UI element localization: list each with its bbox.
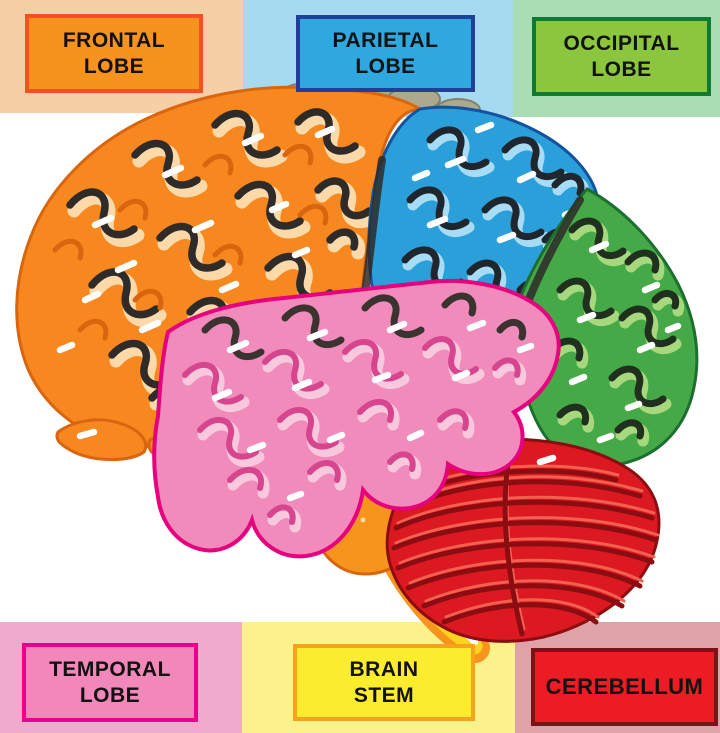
label-text: TEMPORAL [49, 657, 171, 681]
label-text: STEM [353, 683, 415, 707]
label-text: LOBE [83, 54, 145, 78]
label-text: PARIETAL [332, 28, 439, 52]
label-box-temporal-lobe: TEMPORAL LOBE [22, 643, 198, 722]
label-box-brain-stem: BRAIN STEM [293, 644, 475, 721]
label-box-parietal-lobe: PARIETAL LOBE [296, 15, 475, 92]
label-box-frontal-lobe: FRONTAL LOBE [25, 14, 203, 93]
label-text: BRAIN [349, 657, 419, 681]
label-text: LOBE [355, 54, 416, 78]
label-box-occipital-lobe: OCCIPITAL LOBE [532, 17, 711, 96]
label-box-cerebellum: CEREBELLUM [531, 648, 718, 726]
label-text: LOBE [591, 57, 652, 81]
label-text: CEREBELLUM [545, 673, 704, 699]
temporal-lobe-shape [152, 278, 561, 559]
label-text: OCCIPITAL [563, 31, 680, 55]
label-text: LOBE [79, 683, 141, 707]
label-text: FRONTAL [62, 28, 166, 52]
